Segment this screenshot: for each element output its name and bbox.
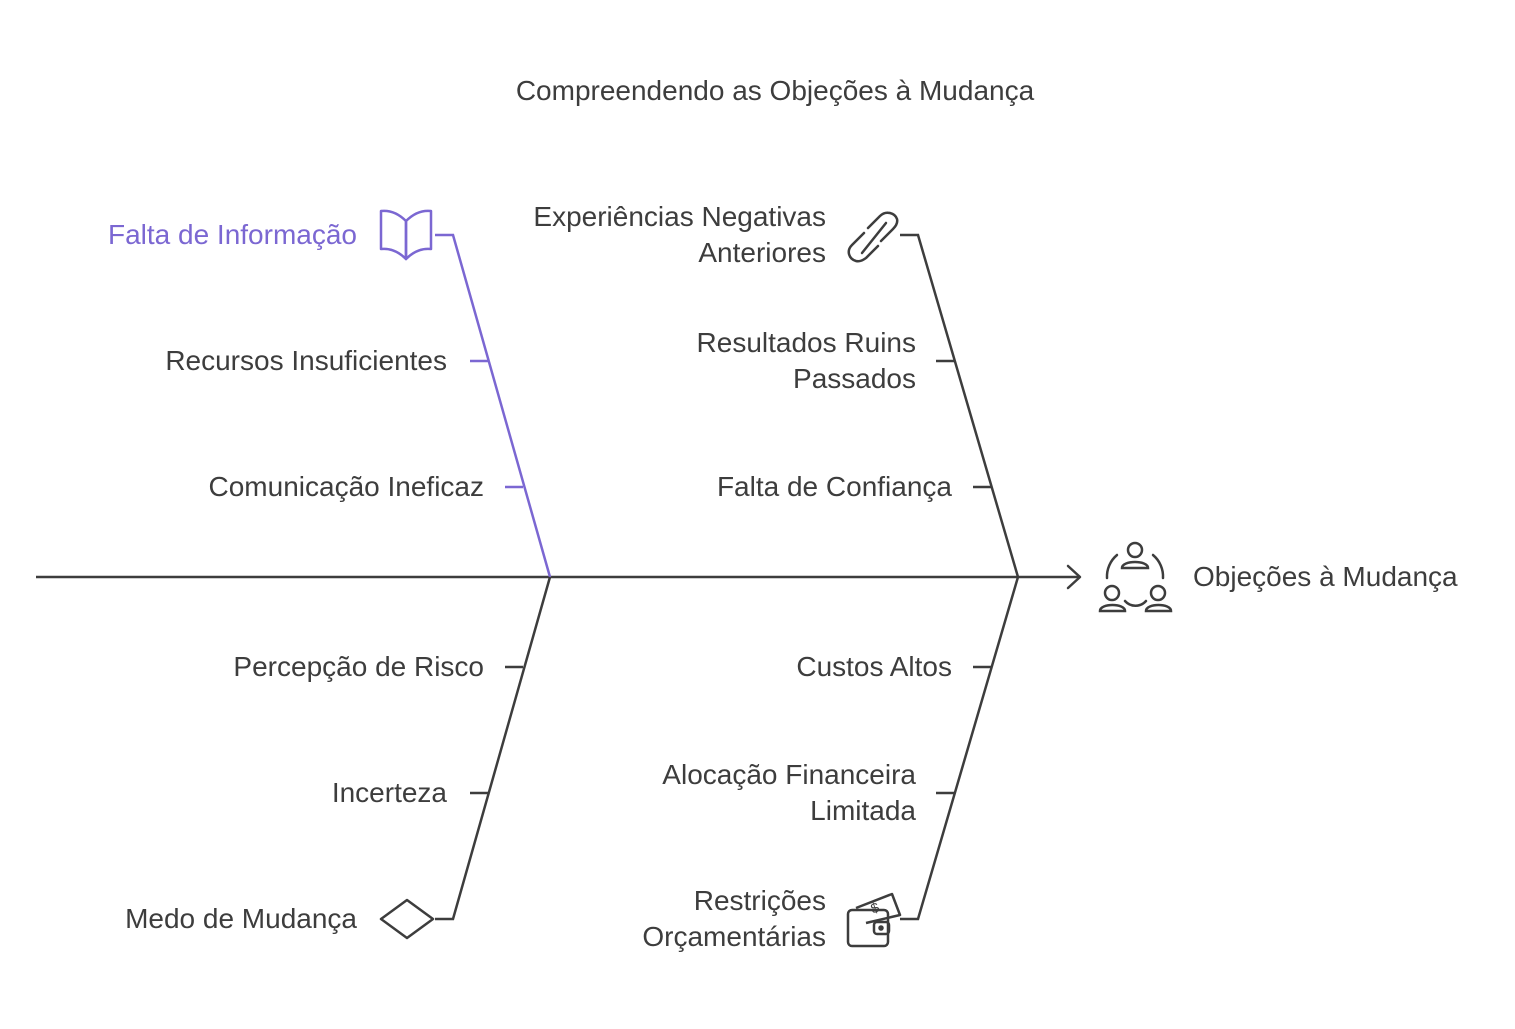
cause-percepcao-de-risco: Percepção de Risco [233, 651, 484, 682]
spine-arrowhead [1066, 564, 1082, 590]
branch-medo-de-mudanca [435, 576, 552, 921]
cause-recursos-insuficientes: Recursos Insuficientes [165, 345, 447, 376]
branch-falta-de-informacao [435, 233, 552, 578]
cause-falta-de-confianca: Falta de Confiança [716, 471, 952, 502]
wallet-money-icon: $ [846, 892, 902, 948]
branch-restricoes-orcamentarias [900, 576, 1020, 921]
diagram-title: Compreendendo as Objeções à Mudança [515, 75, 1035, 106]
broken-link-icon [847, 211, 899, 263]
branch-label-restricoes-orcamentarias: Restrições Orçamentárias [642, 885, 826, 952]
open-book-icon [379, 209, 433, 261]
people-network-icon [1098, 541, 1173, 613]
branch-label-experiencias-negativas: Experiências Negativas Anteriores [533, 201, 826, 268]
cause-alocacao-financeira-limitada: Alocação Financeira Limitada [662, 759, 916, 826]
cause-comunicacao-ineficaz: Comunicação Ineficaz [208, 471, 484, 502]
diamond-icon [379, 898, 435, 940]
svg-text:$: $ [868, 899, 881, 917]
cause-incerteza: Incerteza [331, 777, 447, 808]
cause-custos-altos: Custos Altos [796, 651, 952, 682]
effect-label: Objeções à Mudança [1193, 561, 1458, 592]
branch-experiencias-negativas [900, 233, 1020, 578]
cause-resultados-ruins-passados: Resultados Ruins Passados [696, 327, 916, 394]
branch-label-medo-de-mudanca: Medo de Mudança [125, 903, 357, 934]
branch-label-falta-de-informacao: Falta de Informação [107, 219, 357, 250]
